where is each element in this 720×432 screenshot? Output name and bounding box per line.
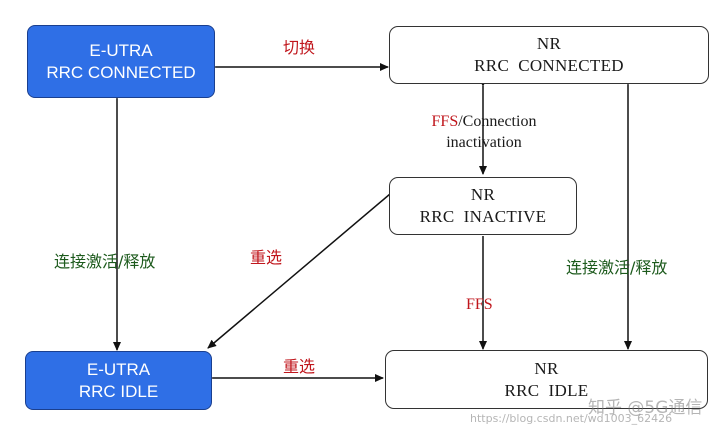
- arrow-nr-inactive-eutra-idle: [207, 193, 391, 349]
- label-reselect-bottom: 重选: [283, 357, 316, 376]
- state-nr-idle-line1: NR: [534, 358, 559, 378]
- state-eutra-rrc-idle: E-UTRA RRC IDLE: [25, 351, 212, 410]
- watermark-zhihu: 知乎 @5G通信: [588, 398, 703, 418]
- state-nr-rrc-connected: NR RRC CONNECTED: [389, 26, 709, 84]
- state-eutra-rrc-connected: E-UTRA RRC CONNECTED: [27, 25, 215, 98]
- state-nr-inactive-line1: NR: [470, 185, 496, 204]
- state-eutra-connected-line2: RRC CONNECTED: [46, 62, 196, 82]
- state-nr-connected-line1: NR: [536, 34, 562, 53]
- label-handover: 切换: [283, 38, 316, 57]
- state-nr-connected-line2: RRC CONNECTED: [474, 56, 624, 75]
- label-ffs-connection-inactivation: FFS/Connection inactivation: [414, 111, 554, 153]
- state-nr-inactive-line2: RRC INACTIVE: [419, 207, 547, 226]
- state-nr-rrc-idle: NR RRC IDLE: [385, 350, 708, 409]
- watermark-url: https://blog.csdn.net/wd1003_62426: [470, 412, 673, 425]
- label-inactivation-text: inactivation: [446, 134, 522, 151]
- state-nr-idle-line2: RRC IDLE: [504, 380, 589, 400]
- state-eutra-idle-line1: E-UTRA: [86, 359, 151, 379]
- label-connection-activate-release-left: 连接激活/释放: [54, 252, 156, 271]
- state-nr-rrc-inactive: NR RRC INACTIVE: [389, 177, 577, 235]
- label-ffs-prefix: FFS: [431, 113, 459, 130]
- label-connection-activate-release-right: 连接激活/释放: [566, 258, 668, 277]
- state-eutra-connected-line1: E-UTRA: [89, 40, 153, 60]
- label-reselect-diagonal: 重选: [250, 248, 283, 267]
- label-ffs: FFS: [466, 296, 493, 313]
- label-connection-text: /Connection: [458, 113, 537, 130]
- state-eutra-idle-line2: RRC IDLE: [78, 381, 159, 401]
